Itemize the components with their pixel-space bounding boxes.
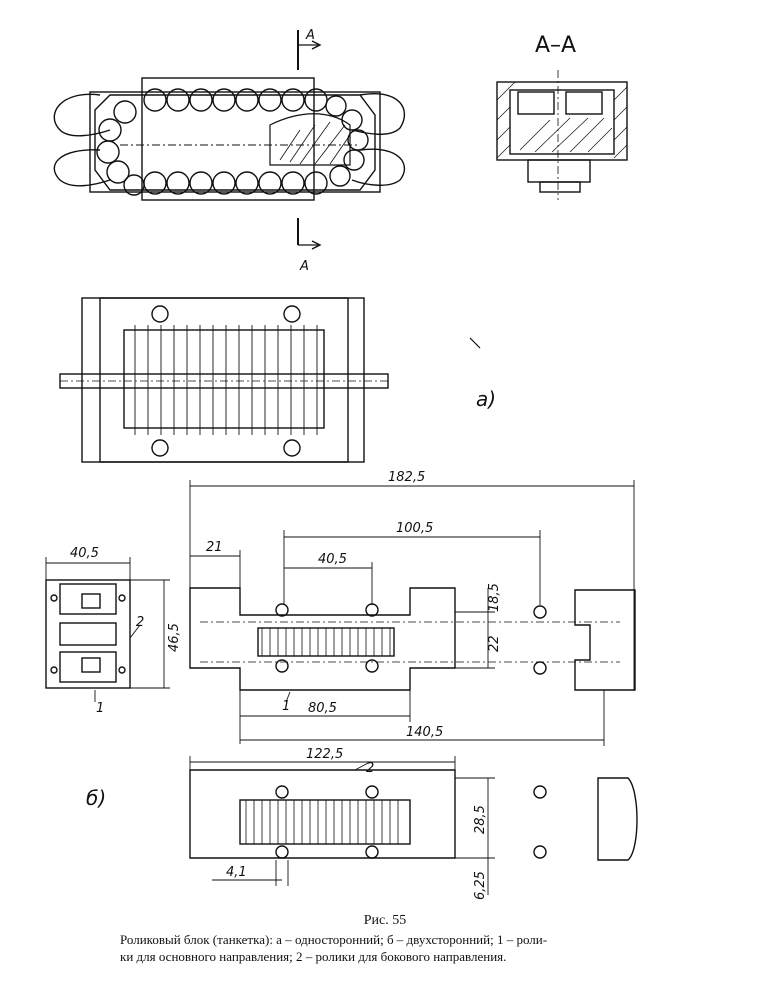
dim-22: 22 xyxy=(487,635,502,652)
figure-caption: Рис. 55 Роликовый блок (танкетка): а – о… xyxy=(60,912,710,965)
roller-block-plan-view xyxy=(53,30,405,250)
roller-6 xyxy=(258,88,282,112)
bolt-hole-1 xyxy=(151,305,169,323)
roller-2 xyxy=(166,88,190,112)
callout-2-body: 2 xyxy=(366,761,374,776)
section-a-a-view xyxy=(496,70,628,200)
dim-18-5: 18,5 xyxy=(487,583,502,612)
figure-number: Рис. 55 xyxy=(363,913,407,928)
dim-46-5: 46,5 xyxy=(167,623,182,652)
section-marker-top: A xyxy=(305,28,315,43)
callout-1-body: 1 xyxy=(282,699,290,714)
roller-7 xyxy=(281,88,305,112)
dim-182-5: 182,5 xyxy=(388,470,425,485)
roller-3 xyxy=(189,88,213,112)
view-a-single-sided xyxy=(59,297,481,463)
dim-28-5: 28,5 xyxy=(473,805,488,834)
roller-11 xyxy=(189,171,213,195)
caption-line-1: Роликовый блок (танкетка): а – односторо… xyxy=(120,932,548,947)
roller-14 xyxy=(258,171,282,195)
mount-hole-1 xyxy=(275,603,289,617)
roller-15 xyxy=(281,171,305,195)
view-b-side-view xyxy=(45,579,636,691)
bolt-hole-2 xyxy=(283,305,301,323)
roller-4 xyxy=(212,88,236,112)
view-b-double-sided xyxy=(189,769,638,861)
roller-16 xyxy=(304,171,328,195)
dim-140-5: 140,5 xyxy=(406,725,443,740)
dim-40-5-top: 40,5 xyxy=(318,552,347,567)
mount-hole-4 xyxy=(365,659,379,673)
dim-80-5: 80,5 xyxy=(308,701,337,716)
roller-13 xyxy=(235,171,259,195)
bolt-hole-4 xyxy=(283,439,301,457)
roller-end-left xyxy=(96,100,145,196)
left-end-view xyxy=(45,579,131,689)
dim-4-1: 4,1 xyxy=(226,865,247,880)
view-a-label: a) xyxy=(476,387,496,411)
mount-hole-2 xyxy=(365,603,379,617)
roller-5 xyxy=(235,88,259,112)
section-title: A–A xyxy=(535,33,576,58)
callout-2-left: 2 xyxy=(136,615,144,630)
dim-100-5: 100,5 xyxy=(396,521,433,536)
dim-40-5-left: 40,5 xyxy=(70,546,99,561)
dim-122-5: 122,5 xyxy=(306,747,343,762)
mount-hole-5 xyxy=(533,605,547,619)
roller-1 xyxy=(143,88,167,112)
view-b-label: б) xyxy=(86,786,106,810)
section-marker-bottom: A xyxy=(299,259,309,274)
bolt-hole-3 xyxy=(151,439,169,457)
dim-6-25: 6,25 xyxy=(473,871,488,900)
mount-hole-6 xyxy=(533,661,547,675)
dimension-lines xyxy=(45,480,635,895)
mount-hole-3 xyxy=(275,659,289,673)
roller-end-right xyxy=(325,95,369,187)
roller-8 xyxy=(304,88,328,112)
caption-line-2: ки для основного направления; 2 – ролики… xyxy=(120,949,507,964)
roller-row-top xyxy=(143,88,328,112)
roller-10 xyxy=(166,171,190,195)
roller-12 xyxy=(212,171,236,195)
dim-21: 21 xyxy=(206,540,223,555)
callout-1-left: 1 xyxy=(96,701,104,716)
